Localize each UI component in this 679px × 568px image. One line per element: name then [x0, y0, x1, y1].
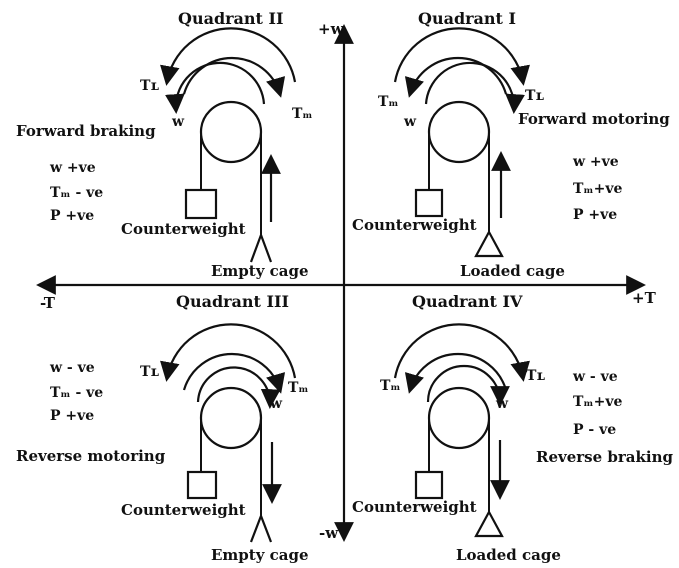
- pos-torque-label: +T: [632, 289, 657, 307]
- mode-label: Reverse braking: [536, 448, 673, 466]
- pos-speed-label: +w: [318, 20, 345, 38]
- sign-speed: w +ve: [49, 160, 96, 176]
- empty-cage-shape: [249, 512, 273, 543]
- speed-arrow: [165, 61, 266, 114]
- motor-torque-arrow: [182, 352, 286, 394]
- quadrant-3: Quadrant III Tʟ Tₘ w w - ve Tₘ - ve P +v…: [16, 292, 309, 564]
- load-torque-label: Tʟ: [526, 368, 545, 384]
- motor-torque-label: Tₘ: [378, 94, 399, 110]
- mode-label: Forward braking: [16, 122, 156, 140]
- motor-torque-label: Tₘ: [380, 378, 401, 394]
- speed-label: w: [403, 114, 417, 130]
- counterweight-box: [414, 188, 444, 218]
- counterweight-label: Counterweight: [121, 501, 246, 519]
- motor-torque-arrow: [182, 56, 286, 98]
- speed-label: w: [171, 114, 185, 130]
- mode-label: Forward motoring: [518, 110, 670, 128]
- pulley: [199, 100, 263, 164]
- sign-power: P +ve: [50, 208, 94, 224]
- mode-label: Reverse motoring: [16, 447, 166, 465]
- motor-torque-label: Tₘ: [292, 106, 313, 122]
- pulley: [199, 386, 263, 450]
- cage-label: Loaded cage: [456, 546, 561, 564]
- sign-torque: Tₘ - ve: [50, 185, 103, 201]
- sign-torque: Tₘ+ve: [573, 394, 622, 410]
- quadrant-4: Quadrant IV Tₘ Tʟ w w - ve Tₘ+ve P - ve …: [352, 292, 673, 564]
- quadrant-title: Quadrant IV: [412, 292, 523, 311]
- motor-torque-arrow: [404, 56, 508, 98]
- load-torque-label: Tʟ: [140, 78, 159, 94]
- cage-label: Empty cage: [211, 546, 309, 564]
- neg-speed-label: -w: [319, 524, 339, 542]
- cage-label: Empty cage: [211, 262, 309, 280]
- speed-arrow: [424, 61, 525, 114]
- empty-cage-shape: [249, 231, 273, 263]
- load-torque-arrow: [160, 323, 297, 382]
- load-torque-label: Tʟ: [525, 88, 544, 104]
- sign-speed: w +ve: [572, 154, 619, 170]
- counterweight-box: [414, 470, 444, 500]
- counterweight-label: Counterweight: [352, 216, 477, 234]
- neg-torque-label: -T: [40, 294, 56, 312]
- sign-speed: w - ve: [49, 360, 95, 376]
- load-torque-arrow: [393, 27, 530, 86]
- axes: +w -w +T -T: [36, 20, 657, 542]
- counterweight-box: [184, 188, 218, 220]
- speed-arrow: [196, 366, 281, 409]
- speed-label: w: [269, 396, 283, 412]
- quadrant-title: Quadrant III: [176, 292, 289, 311]
- motor-torque-label: Tₘ: [288, 380, 309, 396]
- loaded-cage-shape: [474, 229, 504, 258]
- load-torque-arrow: [160, 27, 297, 86]
- motor-torque-arrow: [404, 352, 508, 394]
- loaded-cage-shape: [474, 509, 504, 538]
- counterweight-label: Counterweight: [121, 220, 246, 238]
- speed-arrow: [426, 364, 510, 406]
- pulley: [427, 386, 491, 450]
- sign-power: P - ve: [573, 422, 616, 438]
- quadrant-title: Quadrant II: [178, 9, 283, 28]
- quadrant-1: Quadrant I Tʟ Tₘ w Forward motoring w +v…: [352, 9, 670, 280]
- pulley: [427, 100, 491, 164]
- load-torque-label: Tʟ: [140, 364, 159, 380]
- sign-torque: Tₘ - ve: [50, 385, 103, 401]
- sign-speed: w - ve: [572, 369, 618, 385]
- load-torque-arrow: [393, 323, 530, 382]
- sign-power: P +ve: [573, 207, 617, 223]
- counterweight-box: [186, 470, 218, 500]
- quadrant-2: Quadrant II Tʟ Tₘ w Forward braking w +v…: [16, 9, 313, 280]
- counterweight-label: Counterweight: [352, 498, 477, 516]
- sign-power: P +ve: [50, 408, 94, 424]
- sign-torque: Tₘ+ve: [573, 181, 622, 197]
- quadrant-title: Quadrant I: [418, 9, 516, 28]
- speed-label: w: [495, 396, 509, 412]
- cage-label: Loaded cage: [460, 262, 565, 280]
